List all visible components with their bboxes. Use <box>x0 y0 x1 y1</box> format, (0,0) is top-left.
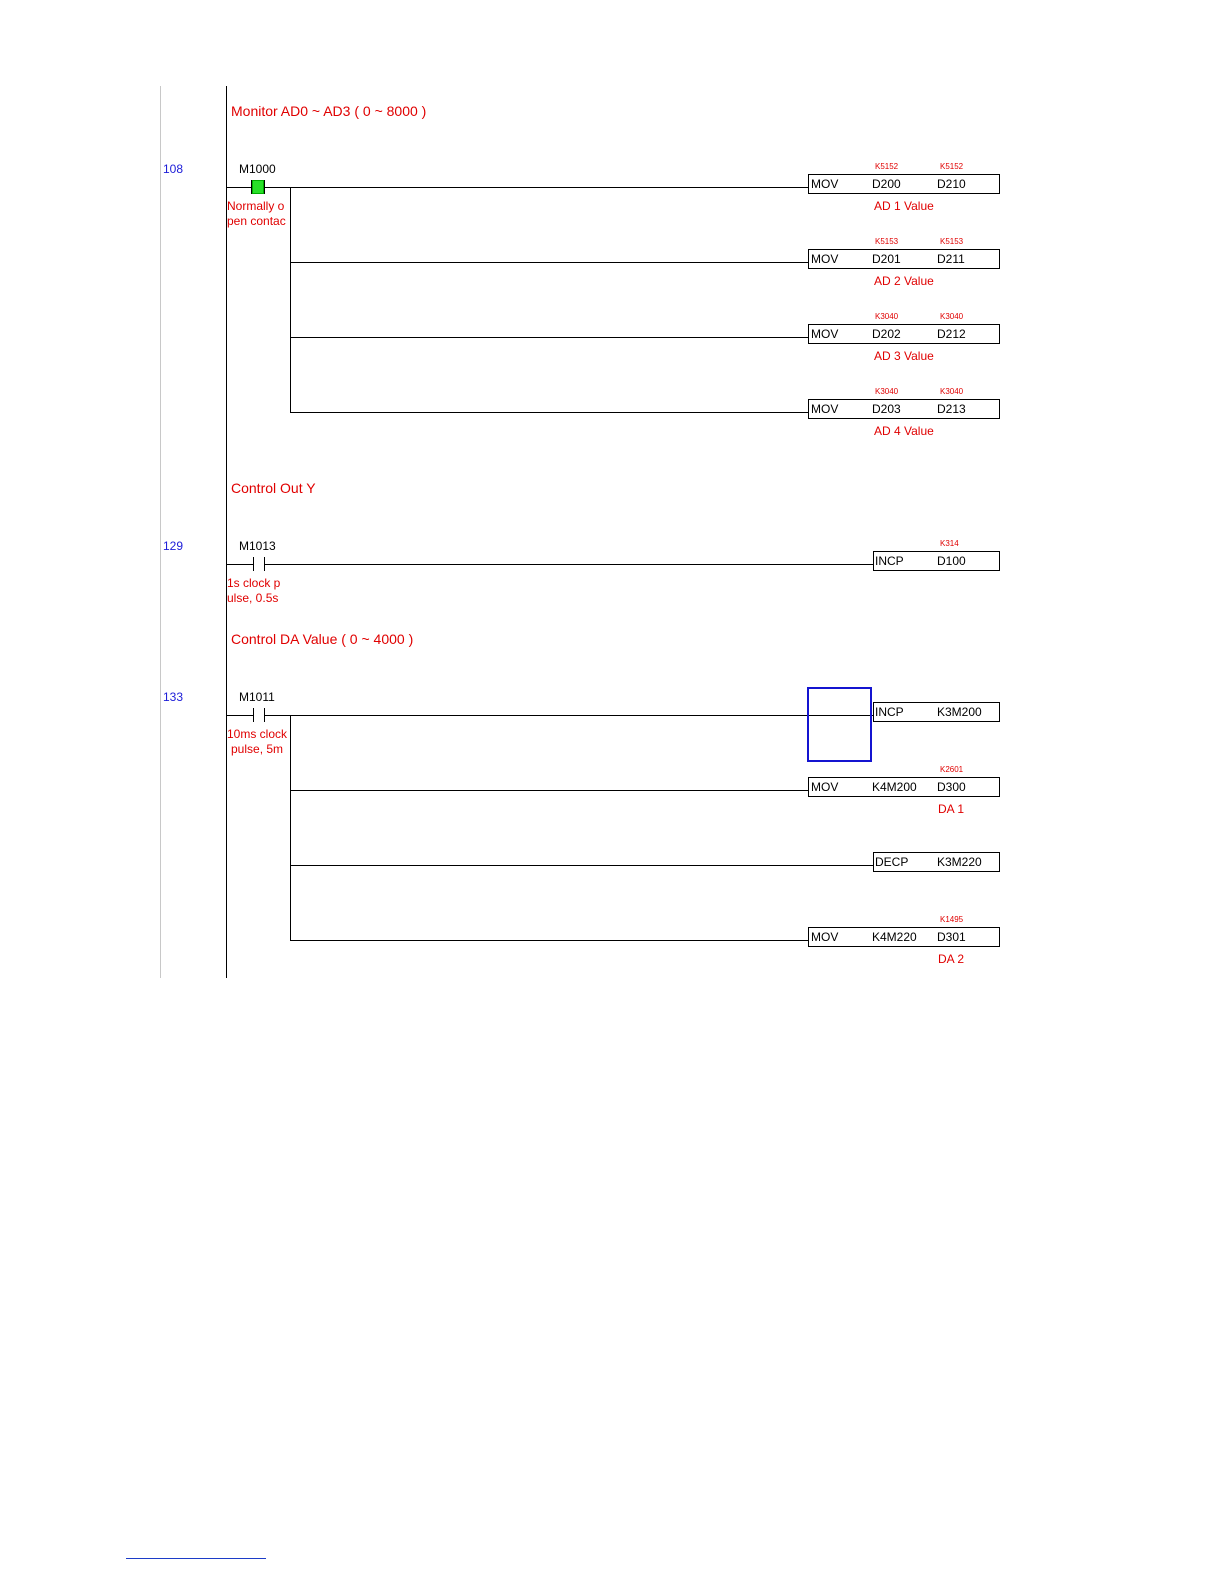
monitor-value: K3040 <box>875 312 899 321</box>
instruction-op: DECP <box>875 855 909 869</box>
contact-comment-line1: Normally o <box>227 199 285 213</box>
instruction-operand-s: D203 <box>872 402 901 416</box>
instruction-op: MOV <box>811 930 839 944</box>
monitor-value: K1495 <box>940 915 964 924</box>
rung-wire <box>290 865 873 866</box>
instruction-op: MOV <box>811 252 839 266</box>
contact-comment-line2: ulse, 0.5s <box>227 591 279 605</box>
device-label: AD 2 Value <box>874 274 934 288</box>
contact-device-m1000[interactable]: M1000 <box>239 162 276 176</box>
device-label: DA 2 <box>938 952 965 966</box>
rung-wire <box>290 262 808 263</box>
instruction-op: INCP <box>875 705 904 719</box>
step-number-108[interactable]: 108 <box>163 162 184 176</box>
instruction-operand-s: D200 <box>872 177 901 191</box>
instruction-decp[interactable]: DECP K3M220 <box>873 852 1000 872</box>
monitor-value: K5152 <box>875 162 899 171</box>
monitor-value: K5152 <box>940 162 964 171</box>
monitor-value: K3040 <box>940 312 964 321</box>
instruction-op: INCP <box>875 554 904 568</box>
step-number-129[interactable]: 129 <box>163 539 184 553</box>
instruction-operand-s: K4M220 <box>872 930 917 944</box>
monitor-value: K3040 <box>940 387 964 396</box>
instruction-operand-s: K4M200 <box>872 780 917 794</box>
instruction-incp[interactable]: INCP D100 <box>873 551 1000 571</box>
rung-wire <box>290 564 873 565</box>
normally-open-contact-m1011[interactable] <box>227 708 291 722</box>
rung-wire <box>290 715 873 716</box>
instruction-operand-d: D100 <box>937 554 966 568</box>
monitor-value: K5153 <box>940 237 964 246</box>
instruction-op: MOV <box>811 327 839 341</box>
branch-rail-rung1 <box>290 187 291 413</box>
instruction-operand-d: K3M200 <box>937 705 982 719</box>
rung-wire <box>290 187 808 188</box>
instruction-operand-d: D212 <box>937 327 966 341</box>
contact-comment-line2: pen contac <box>227 214 286 228</box>
contact-active-indicator <box>252 180 264 194</box>
contact-comment-line1: 10ms clock <box>227 727 288 741</box>
device-label: AD 1 Value <box>874 199 934 213</box>
rung-wire <box>290 412 808 413</box>
instruction-operand-d: D211 <box>937 252 965 266</box>
instruction-op: MOV <box>811 177 839 191</box>
instruction-operand-d: D300 <box>937 780 966 794</box>
rung-wire <box>290 940 808 941</box>
rung-wire <box>290 790 808 791</box>
instruction-mov[interactable]: MOV K4M220 D301 <box>808 927 1000 947</box>
monitor-value: K314 <box>940 539 959 548</box>
monitor-value: K3040 <box>875 387 899 396</box>
device-label: AD 4 Value <box>874 424 934 438</box>
rung-comment-control-da: Control DA Value ( 0 ~ 4000 ) <box>231 631 414 647</box>
rung-comment-control-out: Control Out Y <box>231 480 316 496</box>
instruction-operand-d: D301 <box>937 930 966 944</box>
left-power-rail <box>226 86 227 978</box>
contact-device-m1013[interactable]: M1013 <box>239 539 276 553</box>
instruction-mov[interactable]: MOV D203 D213 <box>808 399 1000 419</box>
normally-open-contact-m1000-on[interactable] <box>227 180 291 194</box>
gutter-divider <box>160 86 161 978</box>
instruction-mov[interactable]: MOV D201 D211 <box>808 249 1000 269</box>
contact-comment-line2: pulse, 5m <box>231 742 284 756</box>
device-label: AD 3 Value <box>874 349 934 363</box>
instruction-operand-s: D201 <box>872 252 901 266</box>
instruction-mov[interactable]: MOV D200 D210 <box>808 174 1000 194</box>
device-label: DA 1 <box>938 802 965 816</box>
branch-rail-rung3 <box>290 715 291 941</box>
footnote-separator <box>126 1558 266 1559</box>
instruction-operand-d: D210 <box>937 177 966 191</box>
instruction-incp[interactable]: INCP K3M200 <box>873 702 1000 722</box>
normally-open-contact-m1013[interactable] <box>227 557 291 571</box>
instruction-op: MOV <box>811 402 839 416</box>
editor-cursor-box[interactable] <box>807 687 872 762</box>
monitor-value: K5153 <box>875 237 899 246</box>
rung-wire <box>290 337 808 338</box>
instruction-operand-d: K3M220 <box>937 855 982 869</box>
rung-comment-monitor: Monitor AD0 ~ AD3 ( 0 ~ 8000 ) <box>231 103 427 119</box>
instruction-mov[interactable]: MOV D202 D212 <box>808 324 1000 344</box>
instruction-operand-d: D213 <box>937 402 966 416</box>
instruction-op: MOV <box>811 780 839 794</box>
instruction-operand-s: D202 <box>872 327 901 341</box>
contact-comment-line1: 1s clock p <box>227 576 281 590</box>
step-number-133[interactable]: 133 <box>163 690 184 704</box>
instruction-mov[interactable]: MOV K4M200 D300 <box>808 777 1000 797</box>
monitor-value: K2601 <box>940 765 964 774</box>
contact-device-m1011[interactable]: M1011 <box>239 690 275 704</box>
